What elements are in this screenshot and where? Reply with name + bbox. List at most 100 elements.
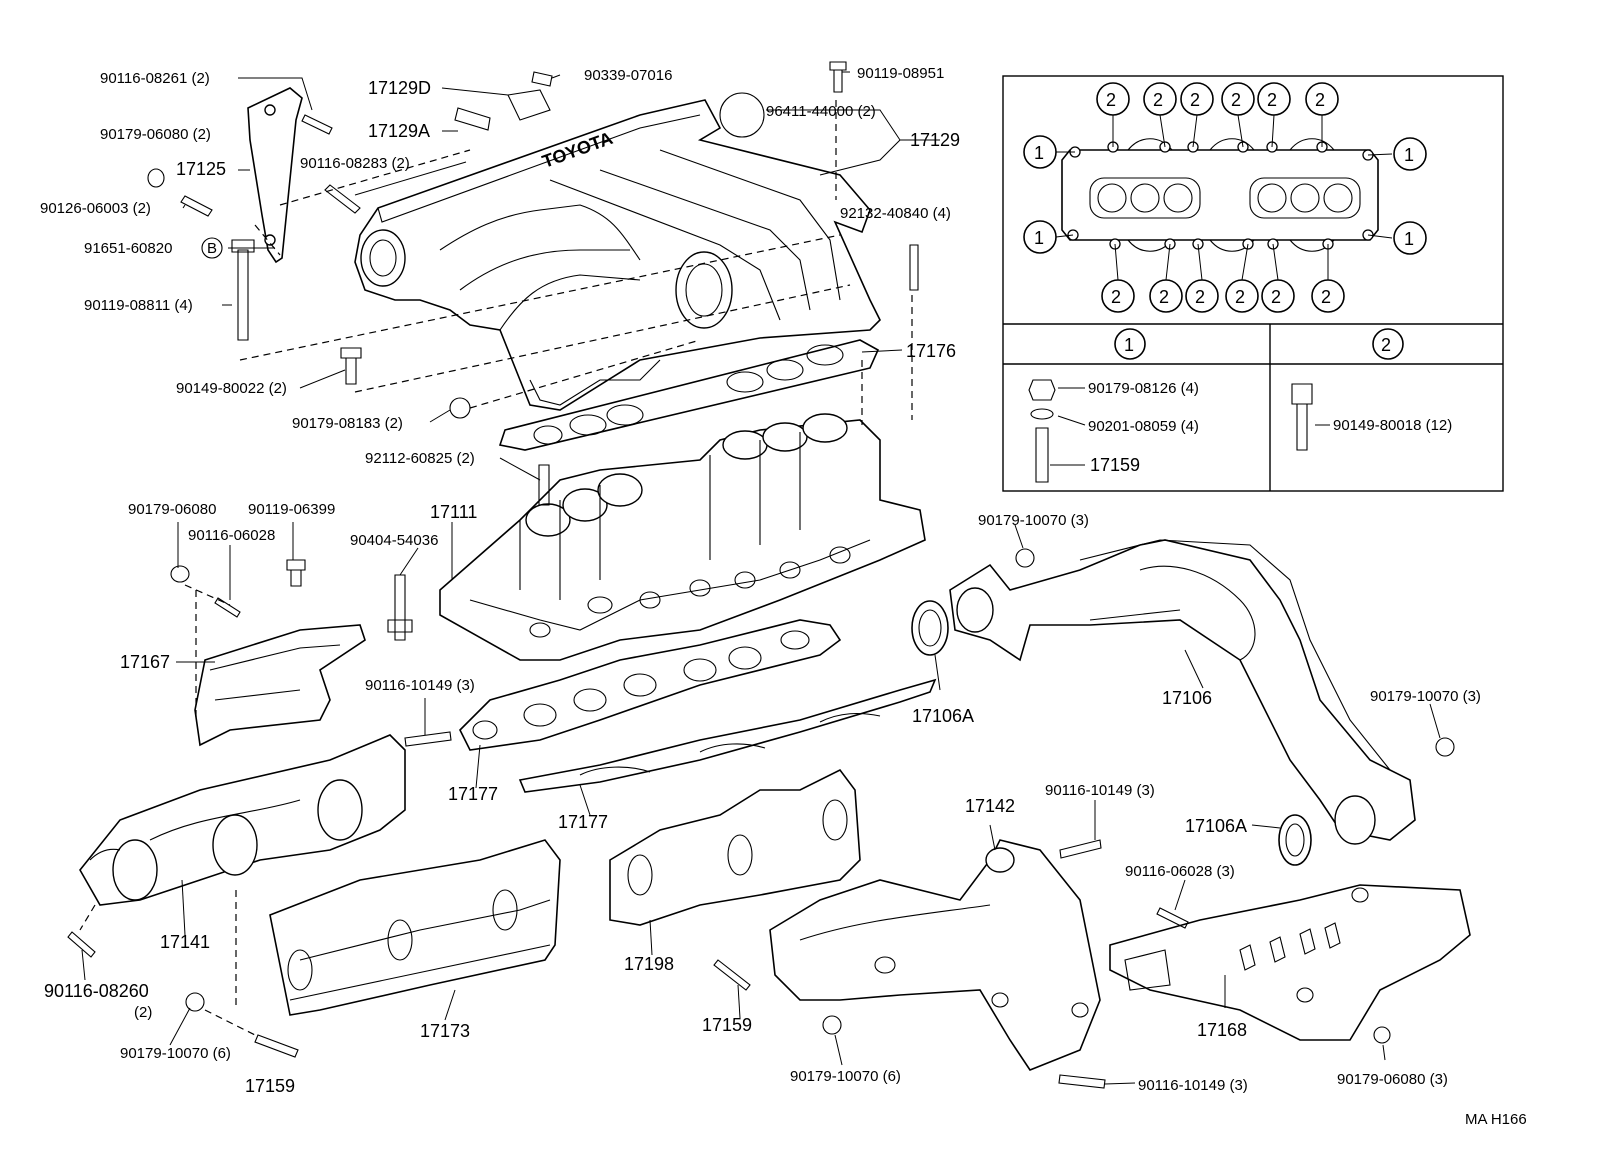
assembly-lines bbox=[79, 100, 913, 1036]
label-17125: 17125 bbox=[176, 159, 226, 179]
bolt-90149-80018 bbox=[1291, 383, 1313, 451]
stud-92132-40840 bbox=[909, 244, 919, 291]
stud-90116-10149-b bbox=[1059, 839, 1102, 859]
bolt-90149-80022 bbox=[340, 347, 362, 385]
marker-2: 2 bbox=[1106, 90, 1116, 110]
marker-1: 1 bbox=[1404, 229, 1414, 249]
label-17167: 17167 bbox=[120, 652, 170, 672]
label-17173: 17173 bbox=[420, 1021, 470, 1041]
marker-2: 2 bbox=[1231, 90, 1241, 110]
label-92112-60825: 92112-60825 (2) bbox=[365, 450, 475, 467]
label-90179-10070-6b: 90179-10070 (6) bbox=[790, 1068, 901, 1085]
nut-90179-08183 bbox=[449, 397, 471, 419]
marker-1: 1 bbox=[1034, 143, 1044, 163]
label-17159-a: 17159 bbox=[245, 1076, 295, 1096]
bolt-90119-08951 bbox=[829, 61, 847, 93]
stud-90116-08260 bbox=[67, 931, 96, 958]
nut-90179-06080 bbox=[147, 168, 165, 188]
bolt-90119-06399 bbox=[286, 559, 306, 587]
marker-b: B bbox=[207, 240, 217, 257]
stud-17159-a bbox=[254, 1034, 299, 1058]
gasket-17106A-b bbox=[1278, 814, 1312, 866]
intake-plenum-17129: TOYOTA bbox=[354, 99, 881, 411]
label-90116-08260: 90116-08260 bbox=[44, 981, 149, 1001]
label-90339-07016: 90339-07016 bbox=[584, 67, 672, 84]
stud-92112-60825 bbox=[538, 464, 550, 506]
label-17142: 17142 bbox=[965, 796, 1015, 816]
marker-2: 2 bbox=[1190, 90, 1200, 110]
label-17159-inset: 17159 bbox=[1090, 455, 1140, 475]
intake-manifold-17111 bbox=[439, 413, 926, 661]
marker-2: 2 bbox=[1153, 90, 1163, 110]
nut-90179-08126 bbox=[1028, 379, 1056, 401]
marker-2: 2 bbox=[1111, 287, 1121, 307]
label-17111: 17111 bbox=[430, 502, 477, 522]
nut-90179-10070-b bbox=[822, 1015, 842, 1035]
label-90116-06028: 90116-06028 bbox=[188, 527, 275, 544]
label-90179-06080: 90179-06080 bbox=[128, 501, 216, 518]
label-90126-06003: 90126-06003 (2) bbox=[40, 200, 151, 217]
exhaust-manifold-17141 bbox=[79, 734, 406, 906]
nut-90179-06080-b bbox=[170, 565, 190, 583]
label-91651-60820: 91651-60820 bbox=[84, 240, 172, 257]
inset-col1-header: 1 bbox=[1124, 335, 1134, 355]
marker-2: 2 bbox=[1159, 287, 1169, 307]
stud-17159-b bbox=[713, 959, 751, 991]
label-90179-06080-3: 90179-06080 (3) bbox=[1337, 1071, 1448, 1088]
label-90149-80018: 90149-80018 (12) bbox=[1333, 417, 1452, 434]
label-17177-b: 17177 bbox=[558, 812, 608, 832]
marker-2: 2 bbox=[1267, 90, 1277, 110]
label-90116-08261: 90116-08261 (2) bbox=[100, 70, 210, 87]
label-90116-10149-b: 90116-10149 (3) bbox=[1045, 782, 1155, 799]
label-90179-08183: 90179-08183 (2) bbox=[292, 415, 403, 432]
inset-markers-2-bottom: 2 2 2 2 2 2 bbox=[1101, 279, 1345, 313]
marker-2: 2 bbox=[1321, 287, 1331, 307]
label-17106A-b: 17106A bbox=[1185, 816, 1247, 836]
label-90116-06028-3: 90116-06028 (3) bbox=[1125, 863, 1235, 880]
exhaust-manifold-17142 bbox=[769, 839, 1101, 1071]
hardware bbox=[67, 61, 1455, 1089]
union-90404-54036 bbox=[387, 574, 413, 641]
marker-1: 1 bbox=[1034, 228, 1044, 248]
inset-col2-header: 2 bbox=[1381, 335, 1391, 355]
fastener-inset: 2 2 2 2 2 2 2 2 2 2 2 2 1 1 1 1 1 2 bbox=[1002, 75, 1504, 492]
label-90179-10070-3a: 90179-10070 (3) bbox=[978, 512, 1089, 529]
label-92132-40840: 92132-40840 (4) bbox=[840, 205, 951, 222]
label-17168: 17168 bbox=[1197, 1020, 1247, 1040]
stay-17125 bbox=[247, 87, 303, 264]
label-90149-80022: 90149-80022 (2) bbox=[176, 380, 287, 397]
label-90179-10070-6a: 90179-10070 (6) bbox=[120, 1045, 231, 1062]
bolt-90119-08811 bbox=[231, 239, 255, 341]
vsv-17129A bbox=[454, 107, 491, 131]
inset-markers-2-top: 2 2 2 2 2 2 bbox=[1096, 82, 1339, 116]
vsv-17129D bbox=[507, 89, 551, 121]
gasket-17177-upper bbox=[459, 619, 842, 751]
exhaust-pipe-17106 bbox=[949, 539, 1416, 845]
stud-90116-08261 bbox=[301, 114, 333, 135]
label-90116-10149-c: 90116-10149 (3) bbox=[1138, 1077, 1248, 1094]
heat-insulator-17198 bbox=[609, 768, 861, 926]
label-17106: 17106 bbox=[1162, 688, 1212, 708]
label-17129D: 17129D bbox=[368, 78, 431, 98]
label-90201-08059: 90201-08059 (4) bbox=[1088, 418, 1199, 435]
nut-90179-06080-c bbox=[1373, 1026, 1391, 1044]
label-90116-10149-a: 90116-10149 (3) bbox=[365, 677, 475, 694]
marker-2: 2 bbox=[1271, 287, 1281, 307]
nut-90179-10070-a bbox=[185, 992, 205, 1012]
nut-90179-10070-d bbox=[1435, 737, 1455, 757]
marker-b-circle bbox=[201, 237, 223, 259]
label-96411-44000: 96411-44000 (2) bbox=[766, 103, 876, 120]
leader-lines bbox=[81, 71, 1441, 1085]
label-90119-06399: 90119-06399 bbox=[248, 501, 335, 518]
stud-90126-06003 bbox=[180, 195, 213, 217]
label-17141: 17141 bbox=[160, 932, 210, 952]
marker-2: 2 bbox=[1315, 90, 1325, 110]
plug-90339-07016 bbox=[531, 71, 553, 87]
heat-insulator-17167 bbox=[194, 624, 366, 747]
label-17129A: 17129A bbox=[368, 121, 430, 141]
label-90179-10070-3b: 90179-10070 (3) bbox=[1370, 688, 1481, 705]
gasket-17176 bbox=[498, 339, 880, 451]
inset-markers-1: 1 1 1 1 bbox=[1023, 135, 1427, 255]
